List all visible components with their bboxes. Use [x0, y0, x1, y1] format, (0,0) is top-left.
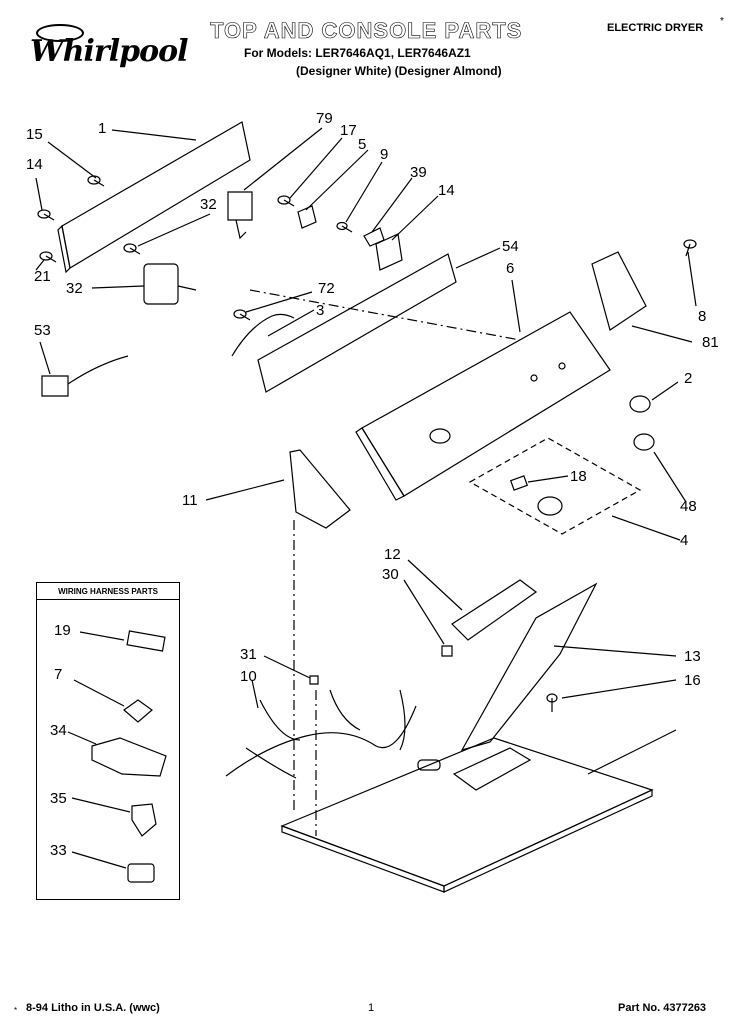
part-1-rear-panel	[62, 122, 250, 268]
brand-logo: Whirlpool	[30, 22, 188, 76]
part-53-rail	[258, 254, 456, 392]
footer-print-info: 8-94 Litho in U.S.A. (wwc)	[26, 1002, 160, 1014]
legend-item-7: 7	[54, 666, 63, 683]
callout-54: 6	[506, 260, 515, 277]
callout-2: 18	[570, 468, 587, 485]
callout-6: 8	[698, 308, 707, 325]
callout-79: 79	[316, 110, 333, 127]
category-label: ELECTRIC DRYER	[607, 22, 704, 34]
part-2-shaft	[511, 476, 528, 490]
part-21-timer	[144, 264, 178, 304]
callout-18: 48	[680, 498, 697, 515]
screw-13-icon	[547, 694, 557, 712]
part-30-clip	[310, 676, 318, 684]
callout-3: 53	[34, 322, 51, 339]
harness-part-35-icon	[72, 798, 156, 836]
legend-item-33: 33	[50, 842, 67, 859]
part-72-harness	[232, 314, 294, 356]
legend-item-34: 34	[50, 722, 67, 739]
callout-11: 12	[384, 546, 401, 563]
variants-line: (Designer White) (Designer Almond)	[296, 64, 502, 78]
callout-12: 30	[382, 566, 399, 583]
callout-17: 5	[358, 136, 367, 153]
callout-81: 2	[684, 370, 693, 387]
part-11-window	[452, 580, 536, 640]
harness-part-7-icon	[74, 680, 152, 722]
part-1-panel-edge	[58, 226, 70, 272]
callout-39: 14	[438, 182, 455, 199]
callout-31: 10	[240, 668, 257, 685]
callout-53: 54	[502, 238, 519, 255]
page-title: TOP AND CONSOLE PARTS	[210, 18, 523, 44]
harness-part-33-icon	[72, 852, 154, 882]
callout-48: 4	[680, 532, 689, 549]
footer-mark: *	[14, 1006, 18, 1015]
callout-32: 32	[200, 196, 217, 213]
models-line: For Models: LER7646AQ1, LER7646AZ1	[244, 46, 471, 60]
part-9-clip	[364, 228, 384, 246]
screw-32-c-icon	[234, 310, 250, 320]
wiring-harness-legend: WIRING HARNESS PARTS	[36, 582, 180, 900]
brand-name: Whirlpool	[30, 34, 188, 69]
screw-32-a-icon	[124, 244, 140, 254]
part-3-connector	[42, 376, 68, 396]
part-31-wire-harness	[226, 690, 416, 778]
part-48-knob	[538, 497, 562, 515]
callout-13: 16	[684, 672, 701, 689]
legend-item-19: 19	[54, 622, 71, 639]
callout-9: 39	[410, 164, 427, 181]
corner-mark: *	[720, 16, 724, 27]
callout-4: 11	[182, 492, 198, 509]
legend-title: WIRING HARNESS PARTS	[58, 587, 158, 596]
part-39-bracket	[376, 234, 402, 270]
screw-32-b-icon	[278, 196, 294, 206]
screw-5-icon	[337, 223, 352, 233]
callout-32: 72	[318, 280, 335, 297]
callout-1: 1	[98, 120, 107, 137]
callout-21: 32	[66, 280, 83, 297]
callout-15: 15	[26, 126, 43, 143]
part-18-knob	[634, 434, 654, 450]
part-12-clip	[442, 646, 452, 656]
callout-14: 14	[26, 156, 43, 173]
screw-14-lower-icon	[40, 252, 56, 262]
logo-ellipse-icon	[36, 24, 84, 42]
harness-part-19-icon	[80, 631, 165, 651]
callout-72: 3	[316, 302, 325, 319]
part-8-end-bracket	[592, 252, 646, 330]
part-48-dashed-area	[470, 438, 640, 534]
callout-10: 13	[684, 648, 701, 665]
callout-30: 31	[240, 646, 257, 663]
legend-item-35: 35	[50, 790, 67, 807]
screw-14-upper-icon	[38, 210, 54, 220]
callout-8: 81	[702, 334, 719, 351]
callout-5: 9	[380, 146, 389, 163]
page-number: 1	[368, 1002, 375, 1014]
callout-32: 17	[340, 122, 357, 139]
part-number: Part No. 4377263	[618, 1002, 707, 1014]
harness-part-34-icon	[68, 732, 166, 776]
callout-14: 21	[34, 268, 51, 285]
part-10-control-panel	[462, 584, 596, 750]
part-81-knob	[630, 396, 650, 412]
part-79-switch	[228, 192, 252, 220]
screw-6-icon	[684, 240, 696, 256]
part-16-top-panel	[282, 738, 652, 886]
legend-divider	[37, 599, 179, 600]
part-4-end-cap	[290, 450, 350, 528]
